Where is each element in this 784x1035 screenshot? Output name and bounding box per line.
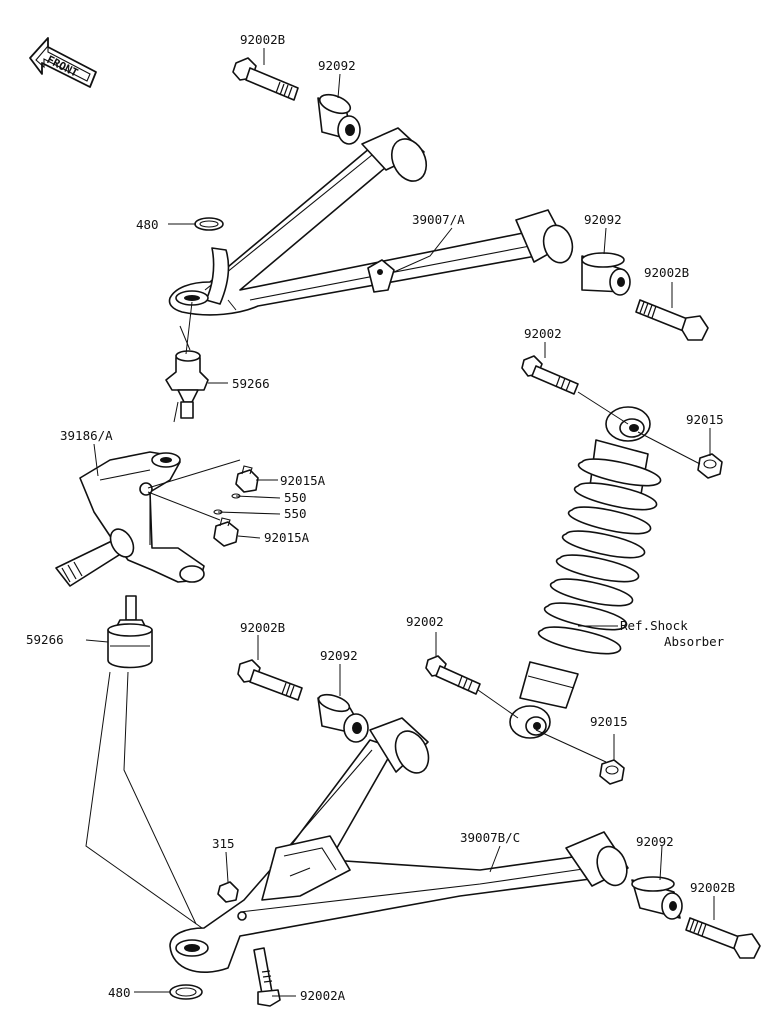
lower-ball-joint <box>107 595 153 669</box>
shock-bottom-bolt <box>425 655 481 695</box>
label-ref-shock-line2: Absorber <box>664 634 725 649</box>
label-upper-circlip: 480 <box>136 217 159 232</box>
cotter-pin-a <box>231 493 281 499</box>
label-shock-bottom-bolt: 92002 <box>406 614 444 629</box>
label-shock-bottom-nut: 92015 <box>590 714 628 729</box>
leader-lines <box>85 48 715 997</box>
label-lower-front-bolt: 92002B <box>240 620 285 635</box>
label-lower-rear-bushing: 92092 <box>636 834 674 849</box>
upper-front-bolt <box>232 57 299 101</box>
upper-circlip <box>194 217 224 231</box>
upper-a-arm <box>168 127 574 316</box>
label-lower-arm: 39007B/C <box>460 830 520 845</box>
steering-knuckle <box>55 451 205 587</box>
upper-ball-joint <box>165 350 209 419</box>
lower-rear-bushing <box>631 876 683 920</box>
shock-absorber <box>509 406 661 739</box>
label-shock-top-bolt: 92002 <box>524 326 562 341</box>
label-lower-arm-bolt: 92002A <box>300 988 346 1003</box>
label-lower-castle-nut: 92015A <box>264 530 310 545</box>
front-arrow-icon: FRONT <box>29 37 97 88</box>
lower-front-bushing <box>317 693 369 743</box>
label-upper-castle-nut: 92015A <box>280 473 326 488</box>
label-nut-315: 315 <box>212 836 235 851</box>
label-upper-rear-bolt: 92002B <box>644 265 689 280</box>
lower-castle-nut <box>213 517 239 547</box>
cotter-pin-b <box>213 509 281 515</box>
upper-front-bushing <box>317 93 361 145</box>
shock-top-bolt <box>521 355 579 395</box>
upper-rear-bushing <box>581 252 631 296</box>
label-upper-front-bushing: 92092 <box>318 58 356 73</box>
part-labels: 92002B 92092 480 39007/A 92092 92002B 59… <box>26 32 735 1003</box>
lower-a-arm <box>169 717 629 973</box>
lower-rear-bolt <box>685 917 761 959</box>
label-upper-front-bolt: 92002B <box>240 32 285 47</box>
shock-bottom-nut <box>599 759 625 785</box>
label-upper-rear-bushing: 92092 <box>584 212 622 227</box>
label-cotter-pin-b: 550 <box>284 506 307 521</box>
label-cotter-pin-a: 550 <box>284 490 307 505</box>
label-lower-front-bushing: 92092 <box>320 648 358 663</box>
label-knuckle: 39186/A <box>60 428 113 443</box>
label-ref-shock-line1: Ref.Shock <box>620 618 688 633</box>
label-upper-arm: 39007/A <box>412 212 465 227</box>
upper-castle-nut <box>235 465 259 493</box>
shock-top-nut <box>697 453 723 479</box>
label-lower-circlip: 480 <box>108 985 131 1000</box>
lower-arm-nut <box>217 881 239 903</box>
label-lower-ball-joint: 59266 <box>26 632 64 647</box>
lower-circlip <box>169 984 203 1000</box>
label-lower-rear-bolt: 92002B <box>690 880 735 895</box>
lower-arm-bolt <box>253 947 281 1007</box>
label-shock-top-nut: 92015 <box>686 412 724 427</box>
shock-spring <box>537 458 661 655</box>
upper-rear-bolt <box>635 299 709 341</box>
lower-front-bolt <box>237 659 303 701</box>
label-upper-ball-joint: 59266 <box>232 376 270 391</box>
